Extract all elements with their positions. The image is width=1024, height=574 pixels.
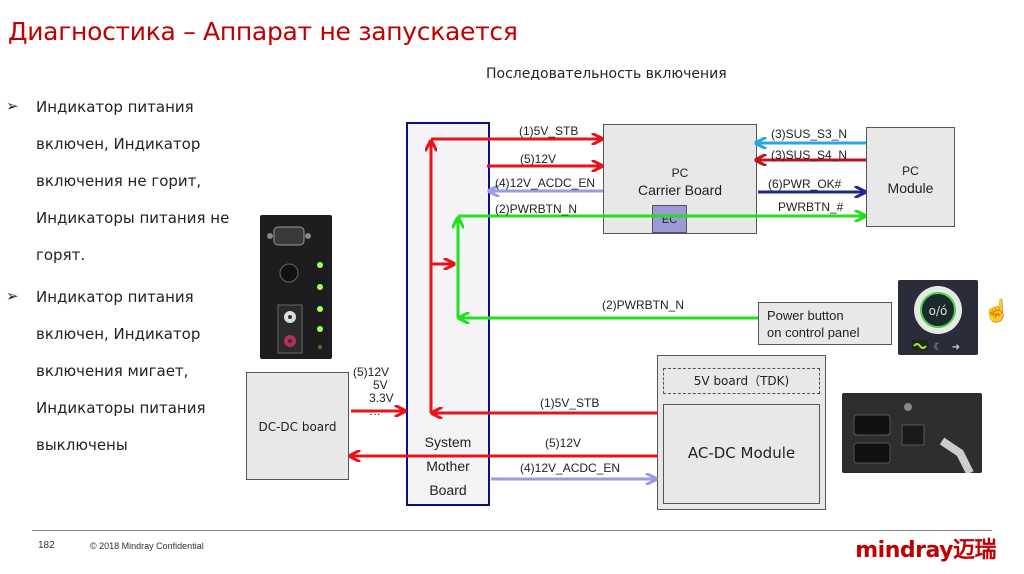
copyright: © 2018 Mindray Confidential [90,541,204,551]
bullet-line: горят. [36,246,86,264]
signal-label: (1)5V_STB [519,124,579,138]
signal-label: (6)PWR_OK# [768,177,842,191]
signal-label: (2)PWRBTN_N [602,298,685,312]
mindray-logo: mindray迈瑞 [855,538,996,563]
block-label: Module [887,180,934,196]
page-number: 182 [38,540,55,551]
5v-board-block: 5V board（TDK) [663,368,820,394]
block-label: Mother [426,458,470,474]
arrow-bullet-icon: ➢ [6,97,19,115]
acdc-outer: 5V board（TDK) AC-DC Module [657,355,826,510]
block-label: 5V board（TDK) [693,374,790,388]
bullet-line: Индикатор питания [36,288,194,306]
bullet-line: выключены [36,436,128,454]
block-label: on control panel [767,325,860,340]
bullet-line: включения не горит, [36,172,202,190]
svg-text:o/ó: o/ó [929,304,948,318]
signal-label: (5)12V [545,436,582,450]
signal-label: PWRBTN_# [778,200,844,214]
arrow-bullet-icon: ➢ [6,287,19,305]
signal-label: (4)12V_ACDC_EN [495,176,596,190]
signal-label: 3.3V [369,391,394,405]
ec-block: EC [652,205,687,233]
signal-label: … [369,404,381,418]
power-button-photo: o/ó ☾ ➜ [898,280,978,355]
svg-text:➜: ➜ [952,342,960,353]
bullet-line: включен, Индикатор [36,135,201,153]
bullet-line: Индикаторы питания не [36,209,230,227]
power-button-block: Power button on control panel [758,302,892,345]
block-label: AC-DC Module [687,444,796,462]
diagram-subtitle: Последовательность включения [486,66,727,82]
signal-label: (4)12V_ACDC_EN [520,461,621,475]
bullet-line: включен, Индикатор [36,325,201,343]
signal-label: 5V [373,378,388,392]
bullet-line: Индикатор питания [36,98,194,116]
block-label: DC-DC board [258,420,337,434]
dc-dc-board: DC-DC board [246,372,349,480]
acdc-module-block: AC-DC Module [663,404,820,504]
signal-label: (5)12V [353,365,390,379]
block-label: PC [671,166,689,180]
block-label: Board [429,482,467,498]
block-label: Power button [767,308,844,323]
signal-label: (3)SUS_S4_N [771,148,848,162]
signal-label: (5)12V [520,152,557,166]
signal-label: (1)5V_STB [540,396,600,410]
block-label: Carrier Board [637,182,723,198]
dcdc-output-labels: (5)12V 5V 3.3V … [353,366,394,418]
footer-divider [32,530,992,531]
hand-pointer-icon: ☝ [983,298,1011,323]
signal-label: (3)SUS_S3_N [771,127,848,141]
signal-label: (2)PWRBTN_N [495,202,578,216]
system-mother-board: System Mother Board [406,122,490,506]
ac-inlet-photo [842,393,982,475]
block-label: System [424,434,472,450]
svg-text:☾: ☾ [934,342,943,353]
bullet-line: Индикаторы питания [36,399,206,417]
rear-io-panel-photo [260,215,332,359]
slide-title: Диагностика – Аппарат не запускается [8,17,518,46]
bullet-line: включения мигает, [36,362,189,380]
pc-module: PC Module [866,127,955,227]
block-label: PC [902,164,919,178]
